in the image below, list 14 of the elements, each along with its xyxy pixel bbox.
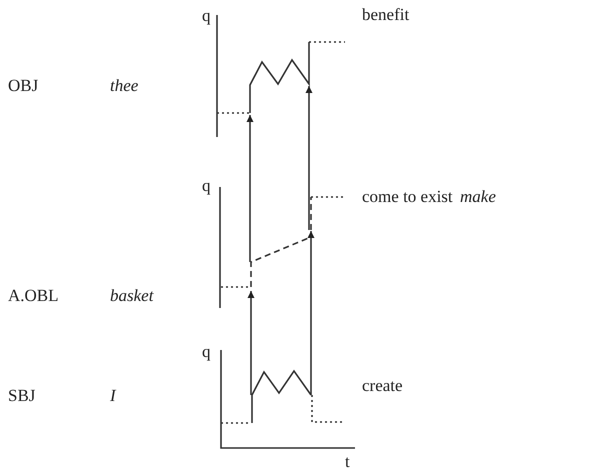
axis-label: q [202,6,210,26]
role-label: benefit [362,5,410,25]
role-label: come to exist [362,187,453,207]
word-label: make [460,187,496,207]
role-label: create [362,376,403,396]
word-label: thee [110,76,138,96]
role-label: SBJ [8,386,36,406]
word-label: basket [110,286,154,306]
axis-label: q [202,342,210,362]
word-label: I [110,386,116,406]
axis-label: t [345,452,350,472]
axis-label: q [202,176,210,196]
role-label: OBJ [8,76,38,96]
role-label: A.OBL [8,286,59,306]
